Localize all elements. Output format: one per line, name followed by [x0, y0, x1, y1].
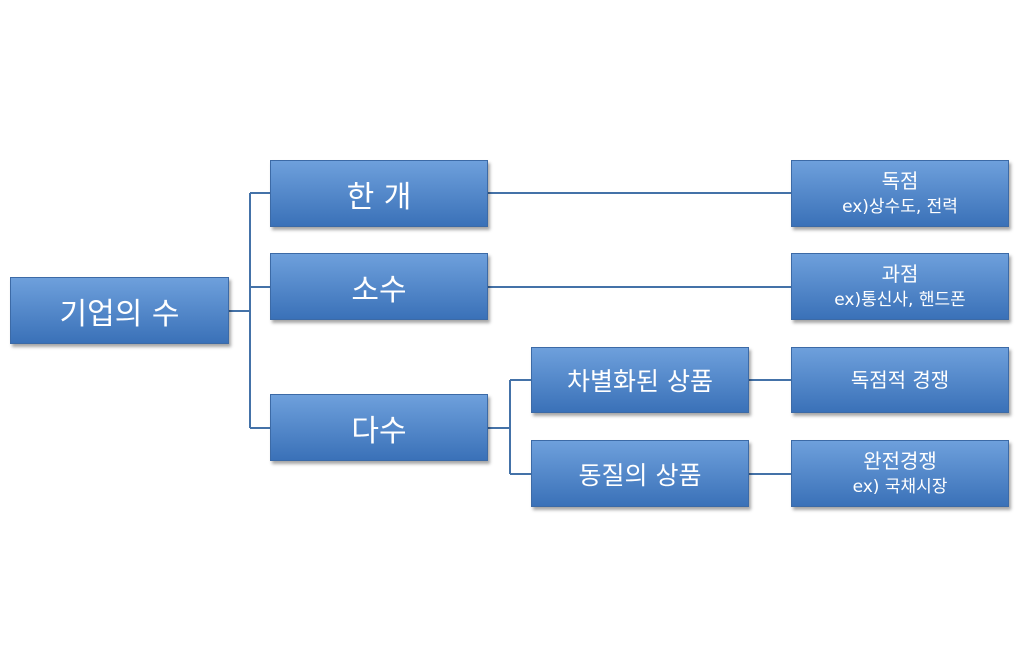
- result-example: ex)통신사, 핸드폰: [834, 289, 966, 310]
- result-node-monopoly: 독점 ex)상수도, 전력: [791, 160, 1009, 227]
- result-example: ex)상수도, 전력: [842, 196, 958, 217]
- sub-node-homogeneous-product: 동질의 상품: [531, 440, 749, 507]
- result-node-perfect-competition: 완전경쟁 ex) 국채시장: [791, 440, 1009, 507]
- result-title: 독점적 경쟁: [850, 368, 950, 392]
- result-title: 과점: [881, 261, 919, 286]
- result-node-oligopoly: 과점 ex)통신사, 핸드폰: [791, 253, 1009, 320]
- branch-node-few-firms: 소수: [270, 253, 488, 320]
- sub-node-label: 차별화된 상품: [567, 367, 713, 396]
- branch-node-label: 소수: [351, 272, 407, 308]
- result-title: 완전경쟁: [863, 448, 937, 473]
- result-example: ex) 국채시장: [852, 476, 948, 497]
- root-node-number-of-firms: 기업의 수: [10, 277, 229, 344]
- sub-node-differentiated-product: 차별화된 상품: [531, 347, 749, 413]
- root-node-label: 기업의 수: [59, 296, 180, 332]
- branch-node-label: 다수: [351, 413, 407, 449]
- branch-node-one-firm: 한 개: [270, 160, 488, 227]
- result-title: 독점: [881, 168, 919, 193]
- branch-node-label: 한 개: [346, 179, 412, 215]
- branch-node-many-firms: 다수: [270, 394, 488, 461]
- result-node-monopolistic-competition: 독점적 경쟁: [791, 347, 1009, 413]
- sub-node-label: 동질의 상품: [578, 460, 702, 490]
